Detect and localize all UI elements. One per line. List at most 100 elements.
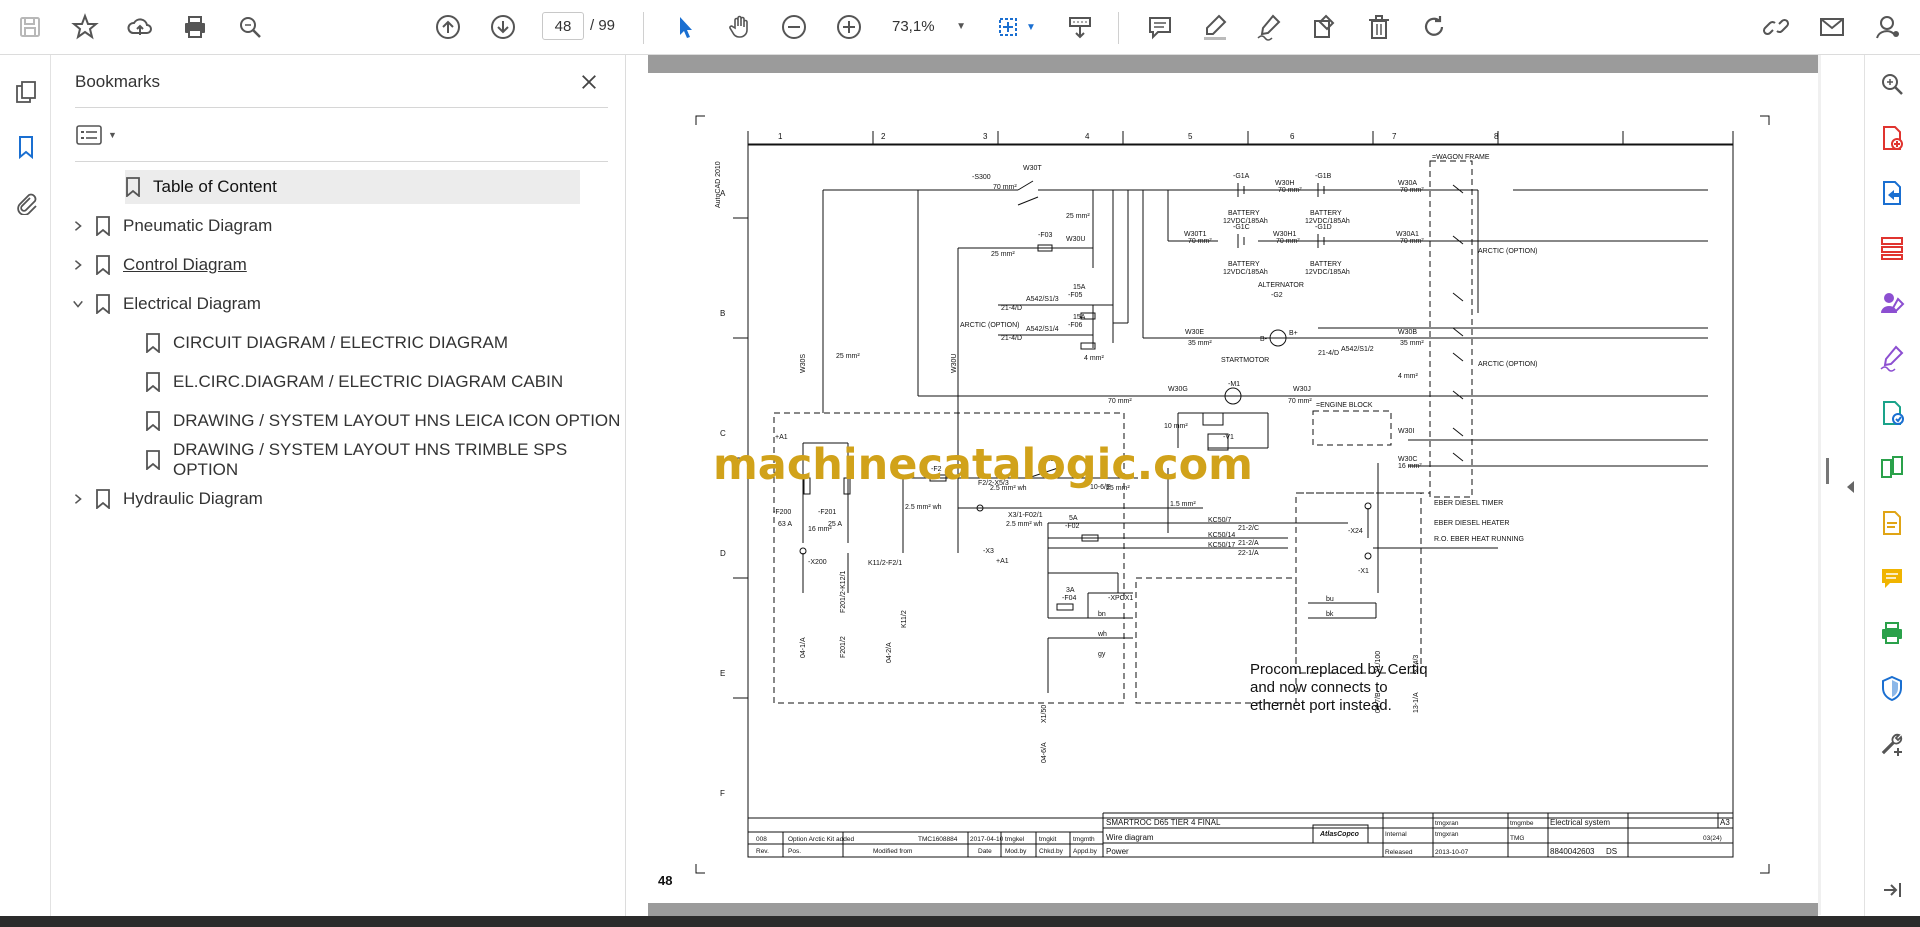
logo-frame — [1312, 824, 1369, 844]
select-pointer-icon[interactable] — [667, 9, 703, 45]
bookmark-options-button[interactable]: ▼ — [75, 119, 123, 151]
chevron-right-icon[interactable] — [71, 492, 85, 506]
tb-owner: TMG — [1510, 835, 1524, 842]
row-label: E — [720, 669, 725, 678]
diagram-label: wh — [1097, 631, 1107, 638]
diagram-label: 15A — [1073, 284, 1086, 291]
attachment-icon[interactable] — [11, 187, 41, 217]
collapse-right-panel-icon[interactable] — [1846, 480, 1856, 494]
sign-icon[interactable] — [1251, 9, 1287, 45]
tb-header: Rev. — [756, 848, 769, 855]
page-gap — [648, 903, 1818, 916]
bookmark-item-hns-leica[interactable]: DRAWING / SYSTEM LAYOUT HNS LEICA ICON O… — [145, 404, 620, 438]
diagram-label: 4 mm² — [1398, 373, 1419, 380]
diagram-label: STARTMOTOR — [1221, 357, 1269, 364]
diagram-label: W30H1 — [1273, 231, 1296, 238]
export-pdf-icon[interactable] — [1877, 178, 1907, 208]
bookmark-label: Electrical Diagram — [123, 294, 261, 313]
page-thumbnails-icon[interactable] — [11, 77, 41, 107]
protect-shield-icon[interactable] — [1877, 673, 1907, 703]
edit-pdf-icon[interactable] — [1877, 398, 1907, 428]
diagram-label: 12VDC/185Ah — [1305, 269, 1350, 276]
bookmark-label: EL.CIRC.DIAGRAM / ELECTRIC DIAGRAM CABIN — [173, 372, 564, 391]
bookmark-item-circuit-diagram-cabin[interactable]: EL.CIRC.DIAGRAM / ELECTRIC DIAGRAM CABIN — [145, 365, 563, 399]
zoom-search-icon[interactable] — [1877, 69, 1907, 99]
collapse-tools-icon[interactable] — [1877, 875, 1907, 905]
rotate-icon[interactable] — [1416, 9, 1452, 45]
chevron-right-icon[interactable] — [71, 219, 85, 233]
tb-approver: tmgmbe — [1510, 820, 1534, 827]
fill-sign-icon[interactable] — [1877, 343, 1907, 373]
bookmark-item-electrical-diagram[interactable]: Electrical Diagram — [71, 287, 261, 321]
organize-pages-icon[interactable] — [1877, 233, 1907, 263]
comment-tool-icon[interactable] — [1877, 563, 1907, 593]
bookmark-item-table-of-content[interactable]: Table of Content — [125, 170, 580, 204]
diagram-label: W30C — [1398, 456, 1417, 463]
zoom-value: 73,1% — [892, 17, 935, 35]
page-up-icon[interactable] — [430, 9, 466, 45]
diagram-label: -G1D — [1315, 224, 1332, 231]
print-icon[interactable] — [177, 9, 213, 45]
bookmark-item-hydraulic-diagram[interactable]: Hydraulic Diagram — [71, 482, 263, 516]
zoom-in-icon[interactable] — [831, 9, 867, 45]
vertical-scrollbar[interactable] — [1818, 55, 1821, 915]
diagram-label: 13-1/A — [1413, 692, 1420, 713]
diagram-label: 12VDC/185Ah — [1305, 218, 1350, 225]
comment-icon[interactable] — [1142, 9, 1178, 45]
diagram-label: -F200 — [773, 509, 791, 516]
chevron-down-icon[interactable] — [71, 297, 85, 311]
star-icon[interactable] — [67, 9, 103, 45]
hand-icon[interactable] — [722, 9, 758, 45]
tb-sheet: 03(24) — [1703, 835, 1722, 842]
bookmark-panel-icon[interactable] — [11, 132, 41, 162]
tb-appdby: tmgmth — [1073, 836, 1095, 843]
chevron-right-icon[interactable] — [71, 258, 85, 272]
diagram-label: ALTERNATOR — [1258, 282, 1304, 289]
page-down-icon[interactable] — [485, 9, 521, 45]
diagram-label: 70 mm² — [993, 184, 1017, 191]
print-production-icon[interactable] — [1877, 618, 1907, 648]
cloud-upload-icon[interactable] — [122, 9, 158, 45]
stamp-icon[interactable] — [1306, 9, 1342, 45]
highlight-icon[interactable] — [1197, 9, 1233, 45]
diagram-label: KC50/17 — [1208, 542, 1235, 549]
fit-chevron-icon[interactable]: ▼ — [1026, 21, 1036, 33]
diagram-label: 2.5 mm² wh — [905, 504, 942, 511]
zoom-out-icon[interactable] — [776, 9, 812, 45]
scan-ocr-icon[interactable] — [1877, 508, 1907, 538]
diagram-label: W30I — [1398, 428, 1414, 435]
diagram-label: -X3 — [983, 548, 994, 555]
share-link-icon[interactable] — [1758, 9, 1794, 45]
scroll-mode-icon[interactable] — [1062, 9, 1098, 45]
fit-page-icon[interactable] — [990, 9, 1026, 45]
tb-header: Mod.by — [1005, 848, 1027, 855]
diagram-label: gy — [1098, 651, 1106, 658]
wiring-diagram: 1 2 3 4 5 6 7 8 A B C D E F AutoCAD 2010… — [695, 115, 1770, 874]
close-icon[interactable] — [576, 69, 602, 95]
more-tools-icon[interactable] — [1877, 728, 1907, 758]
diagram-label: 4 mm² — [1084, 355, 1105, 362]
diagram-label: bn — [1098, 611, 1106, 618]
account-icon[interactable] — [1870, 9, 1906, 45]
bookmark-item-pneumatic-diagram[interactable]: Pneumatic Diagram — [71, 209, 272, 243]
bookmark-item-circuit-diagram[interactable]: CIRCUIT DIAGRAM / ELECTRIC DIAGRAM — [145, 326, 508, 360]
request-signature-icon[interactable] — [1877, 288, 1907, 318]
zoom-dropdown[interactable]: 73,1% ▼ — [888, 12, 970, 40]
compare-files-icon[interactable] — [1877, 453, 1907, 483]
diagram-label: -F04 — [1062, 595, 1077, 602]
diagram-label: -F2 — [931, 466, 942, 473]
delete-icon[interactable] — [1361, 9, 1397, 45]
save-icon[interactable] — [12, 9, 48, 45]
bookmark-label: DRAWING / SYSTEM LAYOUT HNS TRIMBLE SPS … — [173, 440, 568, 479]
bookmark-item-control-diagram[interactable]: Control Diagram — [71, 248, 247, 282]
zoom-search-icon[interactable] — [232, 9, 268, 45]
scroll-position-marker[interactable] — [1826, 458, 1829, 484]
watermark-text: machinecatalogic.com — [713, 440, 1253, 490]
diagram-label: 2.5 mm² wh — [990, 485, 1027, 492]
page-number-input[interactable] — [542, 12, 584, 40]
bookmark-item-hns-trimble[interactable]: DRAWING / SYSTEM LAYOUT HNS TRIMBLE SPS … — [145, 440, 625, 479]
create-pdf-icon[interactable] — [1877, 123, 1907, 153]
diagram-label: +A1 — [775, 434, 788, 441]
email-icon[interactable] — [1814, 9, 1850, 45]
tb-header: Pos. — [788, 848, 801, 855]
